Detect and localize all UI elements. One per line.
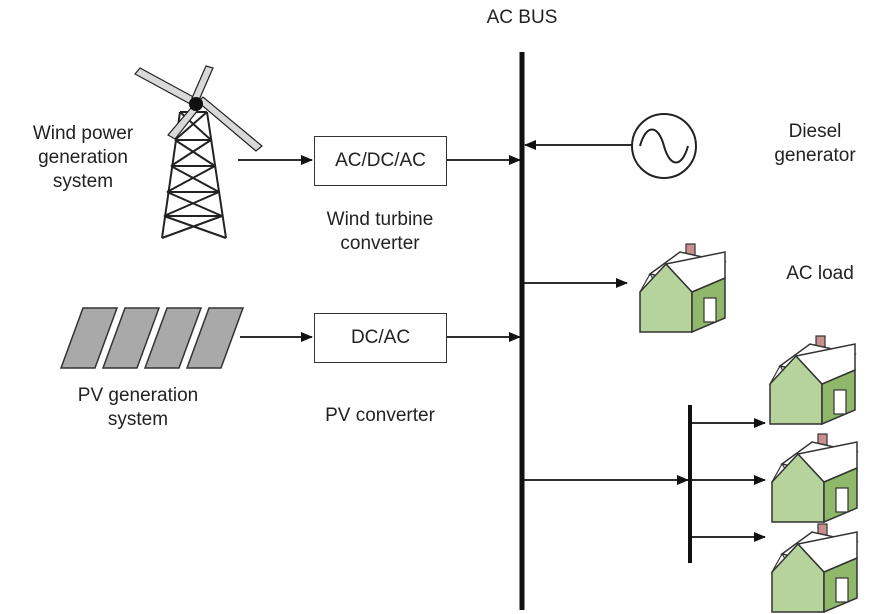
house-icon — [769, 335, 856, 425]
pv-converter-caption: PV converter — [325, 405, 435, 426]
wind-source-label: Wind power generation system — [32, 123, 134, 192]
wind-turbine-icon — [134, 65, 263, 239]
pv-source-label: PV generation system — [77, 385, 199, 430]
house-icon — [639, 243, 726, 333]
house-icon — [771, 523, 858, 613]
wind-converter-box: AC/DC/AC — [314, 136, 447, 186]
pv-converter-box: DC/AC — [314, 313, 447, 363]
ac-generator-icon — [631, 113, 697, 179]
ac-bus-title: AC BUS — [486, 7, 558, 28]
ac-load-label: AC load — [786, 263, 854, 284]
house-icon — [771, 433, 858, 523]
diesel-generator-label: Diesel generator — [774, 121, 856, 166]
wind-converter-caption: Wind turbine converter — [326, 209, 434, 254]
solar-panel-icon — [59, 307, 245, 369]
